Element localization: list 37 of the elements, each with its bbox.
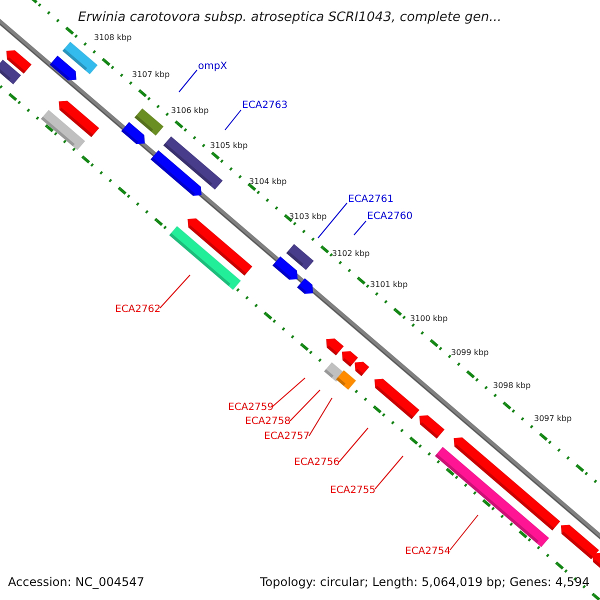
leader-line [354,220,366,236]
leader-line [308,398,332,436]
leader-line [290,390,320,422]
scale-label: 3099 kbp [451,349,489,357]
gene-label: ECA2762 [115,305,161,315]
gene-label: ompX [198,62,228,72]
leader-line [374,456,404,490]
gene-label: ECA2760 [367,212,413,222]
scale-label: 3098 kbp [493,382,531,390]
gene-label: ECA2759 [228,403,274,413]
leader-line [178,70,198,92]
leader-line [224,110,242,130]
gene-label: ECA2757 [264,432,310,442]
scale-label: 3107 kbp [132,71,170,79]
scale-label: 3102 kbp [332,250,370,258]
gene-label: ECA2754 [405,547,451,557]
gene-label: ECA2761 [348,195,394,205]
scale-label: 3100 kbp [410,315,448,323]
footer-text: Accession: NC_004547 [8,576,144,588]
scale-label: 3104 kbp [249,178,287,186]
leader-line [160,274,190,308]
gene-label: ECA2758 [245,417,291,427]
leader-line [450,514,478,550]
footer-text: Topology: circular; Length: 5,064,019 bp; Genes: 4,594 [260,576,590,588]
leader-line [338,428,368,462]
scale-label: 3097 kbp [534,415,572,423]
leader-line [272,378,306,408]
gene-label: ECA2755 [330,486,376,496]
scale-label: 3105 kbp [210,142,248,150]
scale-label: 3108 kbp [94,34,132,42]
scale-label: 3101 kbp [370,281,408,289]
gene-label: ECA2763 [242,101,288,111]
title: Erwinia carotovora subsp. atroseptica SCRI1043, complete gen... [78,11,502,24]
gene-label: ECA2756 [294,458,340,468]
scale-label: 3106 kbp [171,107,209,115]
scale-label: 3103 kbp [289,213,327,221]
leader-line [318,202,348,238]
